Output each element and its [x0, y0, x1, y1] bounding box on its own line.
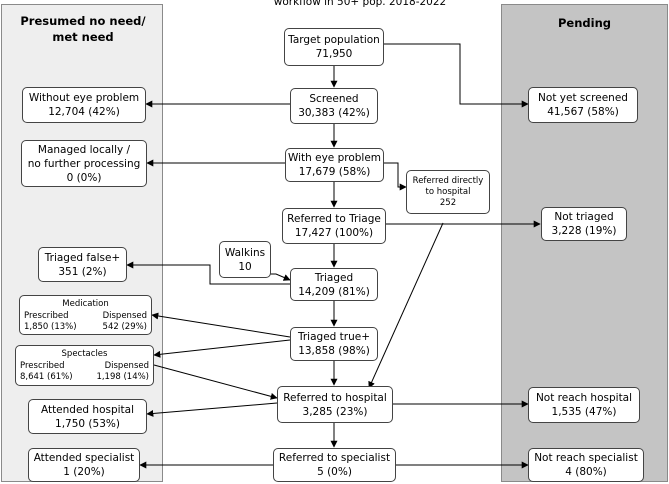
medication-prescribed-label: Prescribed — [24, 311, 69, 321]
spectacles-dispensed-value: 1,198 (14%) — [96, 372, 149, 382]
medication-dispensed-value: 542 (29%) — [102, 322, 147, 332]
target-population-box: Target population 71,950 — [284, 28, 384, 66]
attended-hospital-value: 1,750 (53%) — [55, 417, 120, 430]
eye-problem-value: 17,679 (58%) — [298, 166, 371, 178]
spectacles-box: Spectacles Prescribed Dispensed 8,641 (6… — [15, 345, 154, 386]
arrow-true-spectacles — [153, 339, 291, 358]
referred-hospital-value: 3,285 (23%) — [302, 405, 368, 418]
arrow-direct-hospital — [368, 222, 444, 389]
without-eye-problem-value: 12,704 (42%) — [48, 106, 120, 118]
triaged-value: 14,209 (81%) — [298, 285, 370, 298]
arrow-eye-direct — [384, 162, 407, 191]
referred-direct-box: Referred directly to hospital 252 — [406, 170, 490, 214]
medication-box: Medication Prescribed Dispensed 1,850 (1… — [19, 295, 152, 335]
triaged-box: Triaged 14,209 (81%) — [290, 268, 378, 301]
without-eye-problem-box: Without eye problem 12,704 (42%) — [22, 87, 146, 123]
right-panel-title: Pending — [557, 16, 611, 30]
not-triaged-label: Not triaged — [554, 211, 614, 223]
referred-direct-value: 252 — [439, 197, 457, 208]
not-reach-hospital-value: 1,535 (47%) — [551, 406, 617, 418]
referred-specialist-value: 5 (0%) — [317, 466, 352, 478]
not-reach-specialist-label: Not reach specialist — [534, 452, 638, 464]
attended-specialist-box: Attended specialist 1 (20%) — [28, 448, 140, 482]
not-screened-box: Not yet screened 41,567 (58%) — [528, 87, 638, 123]
triaged-false-label: Triaged false+ — [44, 251, 121, 264]
arrow-triaged-false — [126, 261, 290, 285]
not-screened-value: 41,567 (58%) — [547, 106, 619, 118]
referred-specialist-label: Referred to specialist — [278, 452, 391, 464]
referred-hospital-box: Referred to hospital 3,285 (23%) — [277, 386, 393, 423]
arrow-spectacles-hospital — [153, 364, 278, 400]
medication-values-row: 1,850 (13%) 542 (29%) — [20, 322, 151, 333]
triaged-false-box: Triaged false+ 351 (2%) — [38, 247, 127, 282]
screened-box: Screened 30,383 (42%) — [290, 88, 378, 124]
referred-triage-label: Referred to Triage — [287, 213, 381, 225]
triaged-label: Triaged — [314, 271, 354, 284]
spectacles-dispensed-label: Dispensed — [104, 361, 149, 371]
target-population-value: 71,950 — [315, 48, 353, 60]
spectacles-header: Spectacles — [61, 349, 108, 359]
screened-label: Screened — [309, 93, 359, 105]
spectacles-prescribed-value: 8,641 (61%) — [20, 372, 73, 382]
diagram-title: workflow in 50+ pop. 2018-2022 — [273, 0, 447, 8]
attended-hospital-box: Attended hospital 1,750 (53%) — [28, 399, 147, 434]
triaged-false-value: 351 (2%) — [58, 265, 107, 278]
referred-direct-label-2: to hospital — [425, 186, 471, 197]
not-reach-hospital-label: Not reach hospital — [535, 392, 633, 404]
without-eye-problem-label: Without eye problem — [28, 92, 140, 104]
referred-triage-value: 17,427 (100%) — [294, 227, 374, 239]
not-screened-label: Not yet screened — [538, 92, 628, 104]
referred-specialist-box: Referred to specialist 5 (0%) — [273, 448, 396, 482]
arrow-target-not-screened — [384, 43, 529, 108]
triaged-true-label: Triaged true+ — [297, 331, 370, 343]
walkins-box: Walkins 10 — [219, 241, 271, 278]
eye-problem-box: With eye problem 17,679 (58%) — [285, 148, 384, 182]
spectacles-values-row: 8,641 (61%) 1,198 (14%) — [16, 372, 153, 383]
attended-hospital-label: Attended hospital — [40, 403, 135, 416]
managed-locally-label-2: no further processing — [27, 157, 141, 170]
medication-prescribed-value: 1,850 (13%) — [24, 322, 77, 332]
attended-specialist-value: 1 (20%) — [63, 466, 105, 478]
spectacles-labels-row: Prescribed Dispensed — [16, 361, 153, 372]
target-population-label: Target population — [288, 34, 380, 46]
not-reach-specialist-box: Not reach specialist 4 (80%) — [528, 448, 644, 482]
walkins-value: 10 — [238, 260, 252, 273]
arrow-hospital-attended — [146, 402, 278, 417]
eye-problem-label: With eye problem — [287, 152, 382, 164]
medication-labels-row: Prescribed Dispensed — [20, 311, 151, 322]
managed-locally-label: Managed locally / — [37, 143, 131, 156]
medication-dispensed-label: Dispensed — [102, 311, 147, 321]
not-reach-specialist-value: 4 (80%) — [565, 466, 607, 478]
triaged-true-box: Triaged true+ 13,858 (98%) — [290, 327, 378, 361]
managed-locally-box: Managed locally / no further processing … — [21, 140, 147, 187]
left-panel-title: Presumed no need/ met need — [2, 13, 164, 45]
not-reach-hospital-box: Not reach hospital 1,535 (47%) — [528, 387, 640, 423]
referred-triage-box: Referred to Triage 17,427 (100%) — [282, 208, 386, 244]
not-triaged-value: 3,228 (19%) — [551, 225, 617, 237]
walkins-label: Walkins — [224, 246, 266, 259]
referred-direct-label: Referred directly — [412, 175, 484, 186]
arrow-true-medication — [151, 312, 291, 338]
managed-locally-value: 0 (0%) — [66, 171, 102, 184]
attended-specialist-label: Attended specialist — [33, 452, 135, 464]
triaged-true-value: 13,858 (98%) — [298, 345, 370, 357]
not-triaged-box: Not triaged 3,228 (19%) — [541, 207, 627, 241]
referred-hospital-label: Referred to hospital — [283, 391, 387, 404]
left-panel-title-line: Presumed no need/ met need — [20, 14, 146, 44]
screened-value: 30,383 (42%) — [298, 107, 370, 119]
medication-header: Medication — [62, 299, 109, 309]
spectacles-prescribed-label: Prescribed — [20, 361, 65, 371]
